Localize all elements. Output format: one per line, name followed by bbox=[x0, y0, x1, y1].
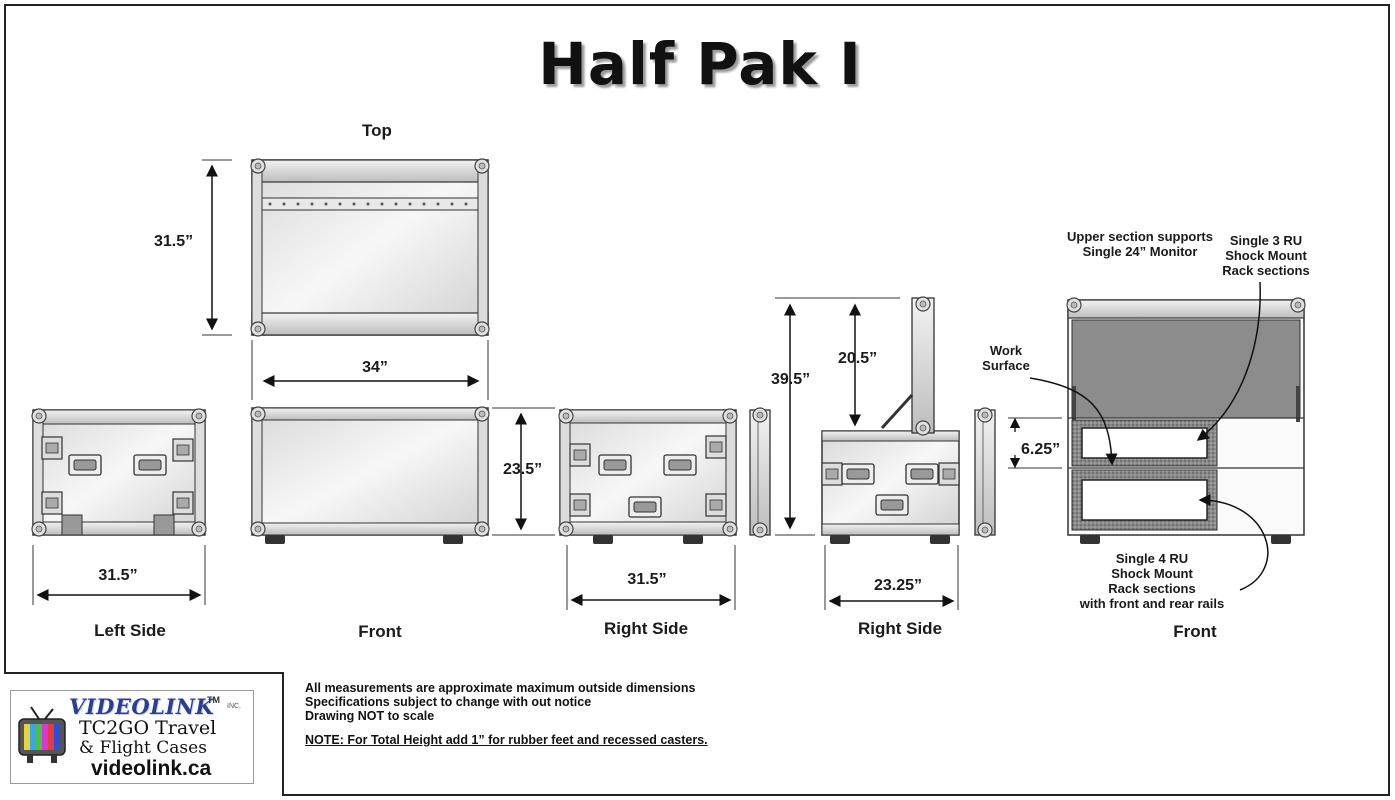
lid-side-piece-1 bbox=[749, 407, 771, 538]
note-line-1: All measurements are approximate maximum… bbox=[305, 681, 696, 695]
annotation-work-surface: Work Surface bbox=[982, 343, 1030, 373]
logo-tagline-2: & Flight Cases bbox=[79, 738, 207, 758]
shock-3ru-leader bbox=[1196, 281, 1261, 441]
annotation-shock-4ru: Single 4 RU Shock Mount Rack sections wi… bbox=[1079, 551, 1225, 611]
right-side-view-2 bbox=[821, 296, 960, 544]
dim-right-width: 31.5” bbox=[627, 571, 667, 588]
view-label-front-open: Front bbox=[1173, 622, 1217, 641]
frame-border bbox=[4, 4, 1390, 796]
dim-lid-height: 20.5” bbox=[838, 350, 878, 367]
brand-name: VIDEOLINK bbox=[69, 694, 215, 719]
note-line-3: Drawing NOT to scale bbox=[305, 709, 435, 723]
annotation-shock-3ru: Single 3 RU Shock Mount Rack sections bbox=[1222, 233, 1310, 278]
view-label-right-side-2: Right Side bbox=[857, 619, 943, 638]
view-label-front-closed: Front bbox=[358, 622, 402, 641]
page-title: Half Pak I bbox=[538, 30, 862, 98]
dim-left-width: 31.5” bbox=[98, 567, 138, 584]
dim-front-height: 23.5” bbox=[503, 461, 543, 478]
brand-trademark: TM bbox=[207, 695, 220, 705]
dim-top-depth: 31.5” bbox=[154, 233, 194, 250]
top-view bbox=[250, 158, 490, 337]
note-total-height: NOTE: For Total Height add 1” for rubber… bbox=[305, 733, 708, 747]
tv-icon bbox=[18, 706, 66, 763]
dim-top-width: 34” bbox=[362, 359, 388, 376]
shock-4ru-leader bbox=[1198, 494, 1269, 591]
logo-website: videolink.ca bbox=[91, 757, 212, 780]
rivet-row bbox=[268, 202, 468, 206]
left-side-view bbox=[31, 408, 207, 537]
right-side-view-1 bbox=[558, 408, 738, 544]
front-closed-view bbox=[250, 406, 490, 544]
view-label-right-side-1: Right Side bbox=[603, 619, 689, 638]
view-label-top: Top bbox=[362, 121, 392, 140]
dim-right-depth: 23.25” bbox=[873, 577, 923, 594]
view-label-left-side: Left Side bbox=[94, 621, 166, 640]
annotation-upper-section: Upper section supports Single 24” Monito… bbox=[1067, 229, 1213, 259]
front-open-view bbox=[1066, 297, 1306, 544]
lid-side-piece-2 bbox=[974, 407, 996, 538]
dim-open-height: 39.5” bbox=[771, 371, 811, 388]
logo-tagline-1: TC2GO Travel bbox=[79, 717, 217, 739]
brand-inc: INC. bbox=[227, 703, 241, 710]
company-logo: VIDEOLINK TM INC. TC2GO Travel & Flight … bbox=[10, 690, 254, 784]
notes-block: All measurements are approximate maximum… bbox=[305, 681, 708, 747]
dim-work-surface-gap: 6.25” bbox=[1021, 441, 1061, 458]
work-surface-leader bbox=[1029, 377, 1118, 466]
note-line-2: Specifications subject to change with ou… bbox=[305, 695, 592, 709]
